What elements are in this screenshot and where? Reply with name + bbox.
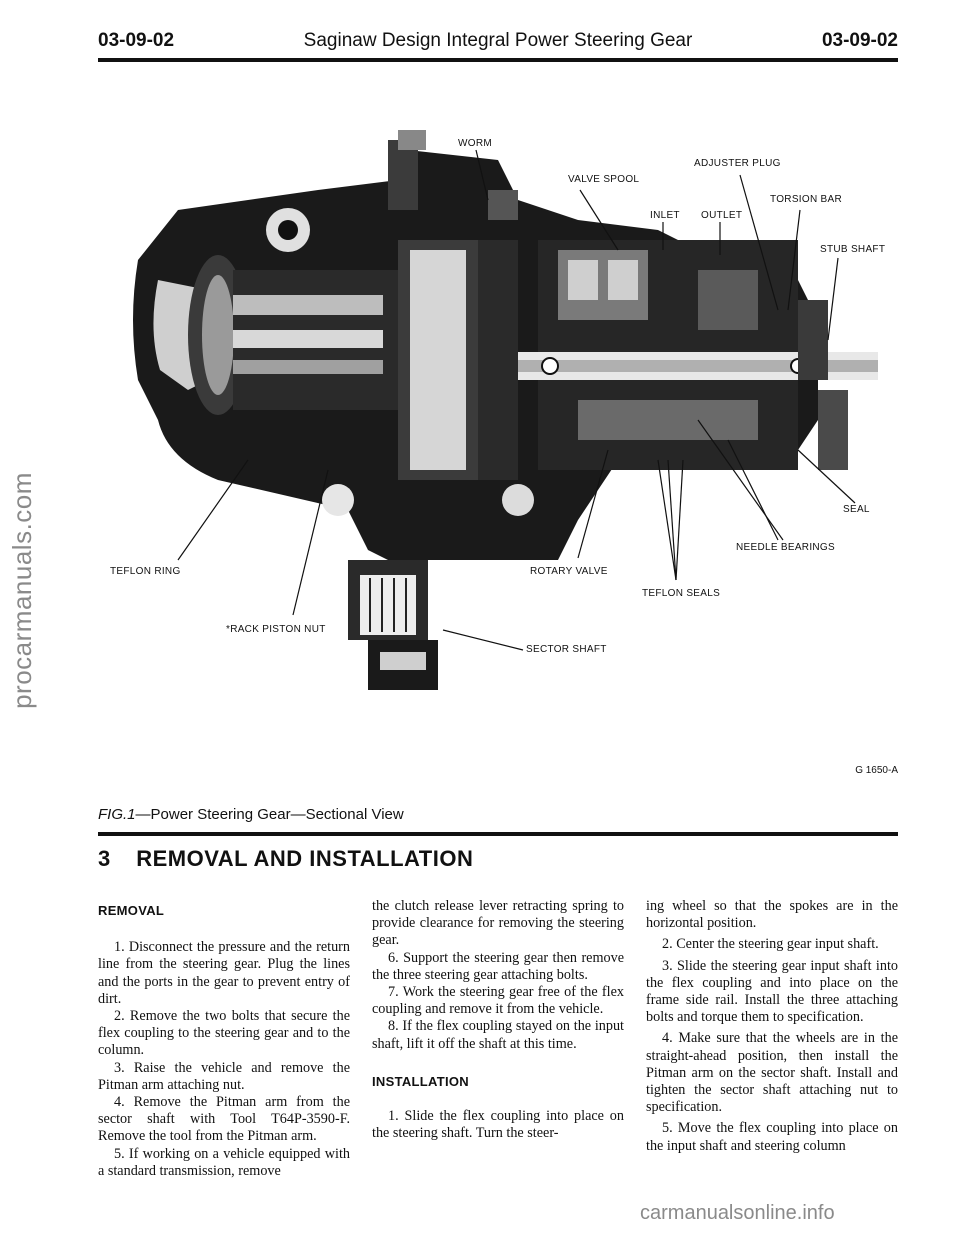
page-header: 03-09-02 Saginaw Design Integral Power S… [98, 26, 898, 56]
removal-step-3: 3. Raise the vehicle and remove the Pitm… [98, 1059, 350, 1093]
leader-lines [177, 149, 856, 651]
text-column-1: REMOVAL 1. Disconnect the pressure and t… [98, 898, 350, 1180]
installation-step-1-start: 1. Slide the flex coupling into place on… [372, 1108, 624, 1142]
removal-step-4: 4. Remove the Pitman arm from the sector… [98, 1094, 350, 1145]
label-rack-piston-nut: *RACK PISTON NUT [226, 624, 326, 635]
section-title: REMOVAL AND INSTALLATION [136, 846, 474, 871]
label-sector-shaft: SECTOR SHAFT [526, 644, 607, 655]
section-rule [98, 832, 898, 836]
header-title: Saginaw Design Integral Power Steering G… [303, 30, 693, 51]
figure-sectional-view: WORM VALVE SPOOL ADJUSTER PLUG TORSION B… [98, 120, 898, 780]
removal-step-7: 7. Work the steering gear free of the fl… [372, 984, 624, 1018]
caption-fig-number: FIG.1 [98, 806, 136, 823]
label-valve-spool: VALVE SPOOL [568, 174, 639, 185]
installation-step-5: 5. Move the flex coupling into place on … [646, 1120, 898, 1154]
side-watermark-text: procarmanuals.com [6, 471, 37, 709]
label-teflon-ring: TEFLON RING [110, 566, 181, 577]
installation-step-1-cont: ing wheel so that the spokes are in the … [646, 898, 898, 932]
steering-gear-illustration: WORM VALVE SPOOL ADJUSTER PLUG TORSION B… [110, 130, 885, 690]
removal-step-6: 6. Support the steering gear then remove… [372, 949, 624, 983]
removal-step-1: 1. Disconnect the pressure and the retur… [98, 939, 350, 1007]
removal-heading: REMOVAL [98, 903, 165, 918]
label-needle-bearings: NEEDLE BEARINGS [736, 542, 835, 553]
sector-shaft-shape [348, 560, 438, 690]
label-inlet: INLET [650, 210, 680, 221]
removal-step-5-start: 5. If working on a vehicle equipped with… [98, 1145, 350, 1179]
installation-step-3: 3. Slide the steering gear input shaft i… [646, 957, 898, 1026]
section-heading: 3 REMOVAL AND INSTALLATION [98, 846, 473, 872]
text-column-3: ing wheel so that the spokes are in the … [646, 898, 898, 1155]
installation-step-4: 4. Make sure that the wheels are in the … [646, 1030, 898, 1116]
text-column-2: the clutch release lever retracting spri… [372, 898, 624, 1142]
figure-caption: FIG.1—Power Steering Gear—Sectional View [98, 806, 404, 823]
side-watermark: procarmanuals.com [2, 330, 42, 850]
installation-step-2: 2. Center the steering gear input shaft. [662, 936, 879, 953]
label-outlet: OUTLET [701, 210, 742, 221]
installation-heading: INSTALLATION [372, 1073, 469, 1089]
header-left-code: 03-09-02 [98, 30, 175, 51]
valve-section [518, 240, 878, 470]
removal-step-5-cont: the clutch release lever retracting spri… [372, 898, 624, 949]
label-seal: SEAL [843, 504, 870, 515]
removal-step-2: 2. Remove the two bolts that secure the … [98, 1008, 350, 1059]
header-right-code: 03-09-02 [821, 30, 898, 51]
label-rotary-valve: ROTARY VALVE [530, 566, 608, 577]
label-worm: WORM [458, 138, 492, 149]
label-stub-shaft: STUB SHAFT [820, 244, 885, 255]
header-rule [98, 58, 898, 62]
removal-step-8: 8. If the flex coupling stayed on the in… [372, 1018, 624, 1052]
label-torsion-bar: TORSION BAR [770, 194, 842, 205]
label-teflon-seals: TEFLON SEALS [642, 588, 720, 599]
figure-code: G 1650-A [855, 765, 898, 776]
section-number: 3 [98, 846, 111, 871]
label-adjuster-plug: ADJUSTER PLUG [694, 158, 781, 169]
caption-text: —Power Steering Gear—Sectional View [135, 806, 404, 823]
footer-watermark: carmanualsonline.info [640, 1202, 835, 1224]
